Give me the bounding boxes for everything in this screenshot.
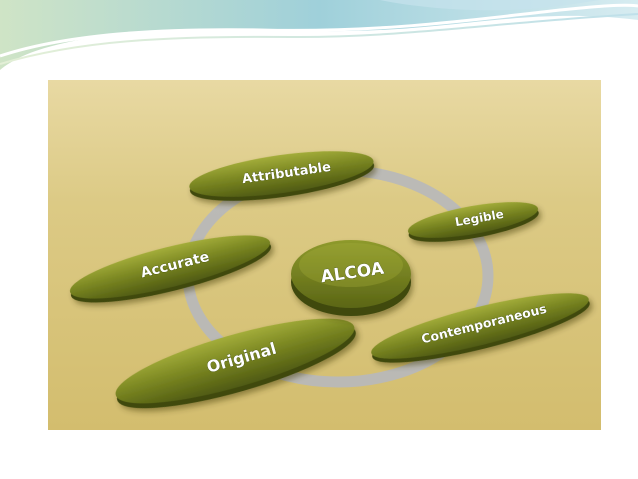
node-contemporaneous: Contemporaneous: [371, 293, 590, 363]
header-wave-decoration: [0, 0, 638, 70]
diagram-panel: Attributable Legible Contemporaneous: [48, 80, 601, 430]
node-accurate: Accurate: [69, 235, 272, 303]
node-legible: Legible: [407, 202, 539, 242]
node-attributable: Attributable: [189, 151, 375, 201]
alcoa-diagram: Attributable Legible Contemporaneous: [69, 151, 590, 409]
node-original: Original: [115, 318, 356, 409]
center-node-alcoa: ALCOA: [291, 240, 411, 316]
